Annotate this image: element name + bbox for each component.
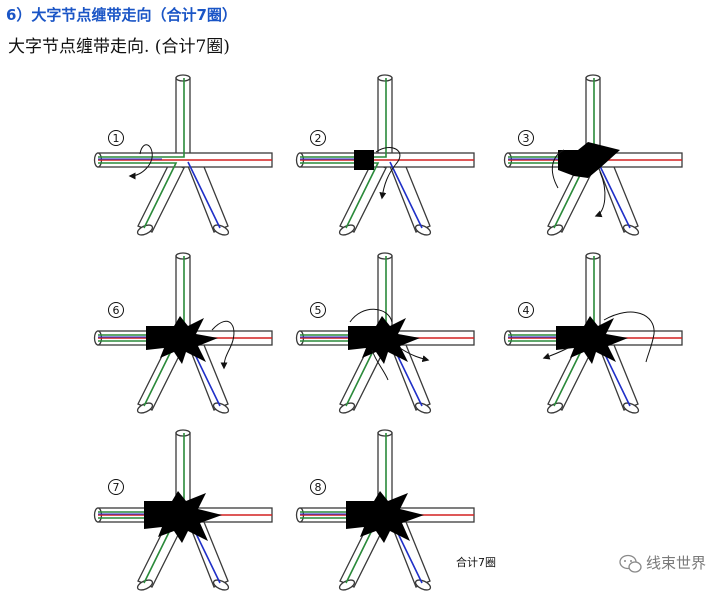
arrow-5 [349, 308, 428, 381]
arrow-6 [211, 320, 235, 370]
tape-star [146, 316, 218, 364]
section-subheading: 大字节点缠带走向. (合计7圈) [8, 37, 230, 57]
tape-wrap [354, 150, 374, 170]
step-number: 7 [113, 481, 120, 494]
step-panel-4: 4 [503, 252, 683, 416]
tape-star [348, 316, 420, 364]
step-number: 8 [315, 481, 322, 494]
watermark-text: 线束世界 [646, 554, 706, 572]
section-heading: 6）大字节点缠带走向（合计7圈） [6, 6, 237, 24]
step-panel-3: 3 [503, 74, 683, 238]
step-panel-5: 5 [295, 252, 475, 416]
watermark: 线束世界 [619, 554, 706, 573]
arrow-2 [375, 147, 401, 200]
tape-star [556, 316, 628, 364]
arrow-1 [128, 144, 153, 180]
arrow-3 [551, 149, 606, 216]
tape-star-full [144, 491, 222, 543]
step-panel-7: 7 [93, 429, 273, 593]
step-number: 3 [523, 132, 530, 145]
total-turns-caption: 合计7圈 [456, 555, 496, 569]
wechat-icon [619, 554, 642, 573]
step-panel-6: 6 [93, 252, 273, 416]
step-panel-2: 2 [295, 74, 475, 238]
step-number: 5 [315, 304, 322, 317]
tape-cross [558, 142, 620, 178]
tape-star-full [346, 491, 424, 543]
step-number: 1 [113, 132, 120, 145]
step-number: 2 [315, 132, 322, 145]
step-number: 4 [523, 304, 530, 317]
step-panel-8: 8 [295, 429, 475, 593]
step-panel-1: 1 [93, 74, 273, 238]
arrow-4 [544, 311, 655, 362]
step-number: 6 [113, 304, 120, 317]
